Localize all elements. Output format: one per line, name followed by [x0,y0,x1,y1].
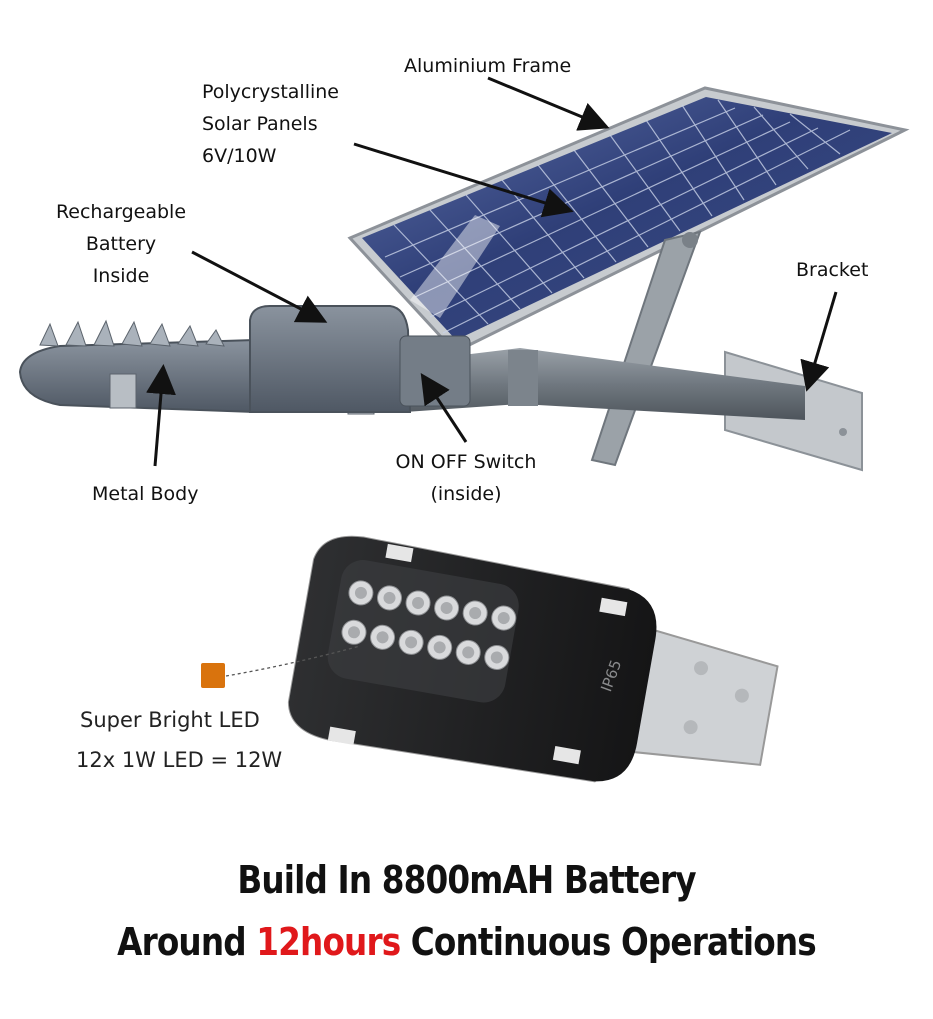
callout-bracket: Bracket [796,259,869,281]
led-lens-core [490,651,503,664]
led-lens-core [440,601,453,614]
arrow-switch [420,372,468,443]
led-array [341,580,517,670]
arrow-solar-panels [353,142,574,218]
led-lens-core [469,607,482,620]
led-label-line2: 12x 1W LED = 12W [76,748,283,772]
arrow-metal-body [146,364,176,467]
solar-panel [347,86,910,354]
led-lens-core [412,596,425,609]
led-lens-core [383,591,396,604]
led-connector [201,645,361,688]
callout-arrows [146,76,838,467]
led-lens-core [376,631,389,644]
led-lens-core [347,626,360,639]
led-label-line1: Super Bright LED [80,708,260,732]
headline-operations: Around 12hours Continuous Operations [65,920,867,964]
headline-prefix: Around [117,920,257,964]
led-lens-core [497,612,510,625]
callout-switch: ON OFF Switch (inside) [395,451,537,505]
headline-battery: Build In 8800mAH Battery [237,858,696,902]
headline-suffix: Continuous Operations [400,920,817,964]
mounting-pipe [405,348,805,420]
callout-solar-panels: Polycrystalline Solar Panels 6V/10W [202,81,339,167]
headline-highlight: 12hours [256,920,401,964]
callout-battery: Rechargeable Battery Inside [55,201,187,287]
callout-aluminium-frame: Aluminium Frame [404,55,572,77]
connector-swatch [201,663,225,688]
led-lens-core [354,586,367,599]
callout-metal-body: Metal Body [92,483,199,505]
arrow-bracket [800,291,838,392]
led-lens-core [405,636,418,649]
arrow-battery [191,250,328,323]
led-lamp: IP65 [287,535,779,783]
arrow-aluminium-frame [487,76,610,131]
led-lens-core [462,646,475,659]
battery-housing [249,305,471,413]
led-lens-core [433,641,446,654]
